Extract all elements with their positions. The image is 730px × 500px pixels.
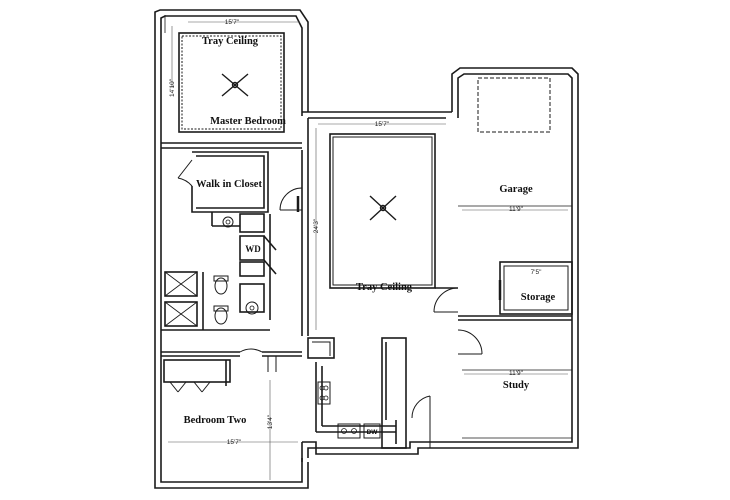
ceiling-fan-icon [221, 73, 249, 97]
master-bedroom-label: Master Bedroom [210, 116, 286, 127]
study-width-dimension: 11'9" [509, 370, 524, 377]
bedroom-two-label: Bedroom Two [184, 415, 247, 426]
storage-width-dimension: 7'5" [531, 269, 542, 276]
master-tray-ceiling-label: Tray Ceiling [202, 36, 259, 47]
storage-label: Storage [521, 292, 556, 303]
great-room-depth-dimension: 24'3" [313, 218, 320, 233]
dishwasher-label: DW [367, 429, 379, 436]
walk-in-closet-label: Walk in Closet [196, 179, 262, 190]
washer-dryer-label: WD [245, 244, 261, 254]
bathroom-fixtures [161, 271, 270, 331]
master-depth-dimension: 14'10" [169, 78, 176, 97]
ceiling-fan-icon [369, 195, 397, 221]
great-room-walls [301, 118, 436, 336]
storage-walls [498, 261, 573, 315]
master-bedroom-walls [161, 15, 302, 149]
kitchen-walls [307, 337, 407, 449]
master-width-dimension: 15'7" [225, 19, 240, 26]
laundry-walls [239, 213, 277, 320]
walk-in-closet-walls [177, 151, 269, 227]
great-room-width-dimension: 15'7" [375, 121, 390, 128]
garage-walls [433, 77, 572, 313]
garage-width-dimension: 11'9" [509, 206, 524, 213]
garage-label: Garage [499, 184, 533, 195]
bedroom-two-depth-dimension: 13'4" [267, 414, 274, 429]
study-label: Study [503, 380, 530, 391]
study-walls [457, 315, 572, 439]
exterior-walls [154, 9, 579, 489]
bedroom-two-width-dimension: 15'7" [227, 439, 242, 446]
bedroom-two-closet [163, 359, 231, 393]
great-room-tray-ceiling-label: Tray Ceiling [356, 282, 413, 293]
